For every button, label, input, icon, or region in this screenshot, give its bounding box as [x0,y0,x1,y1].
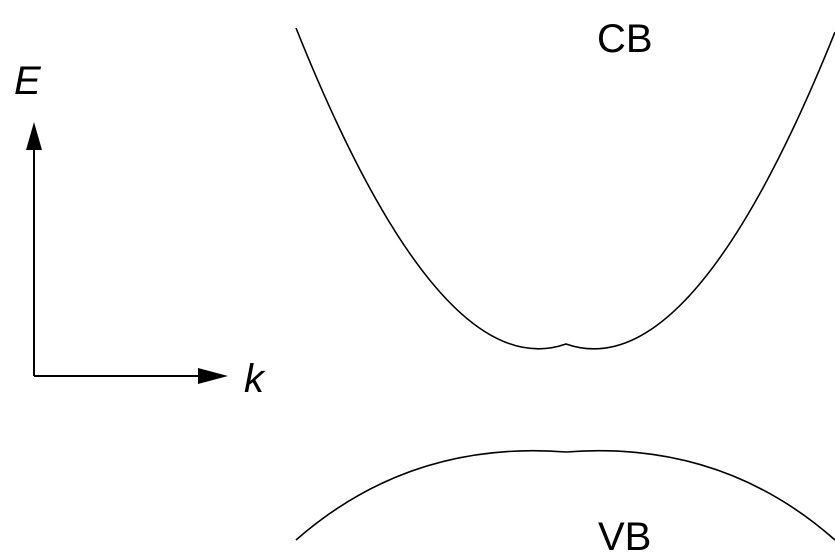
energy-axis-label: E [14,59,42,103]
momentum-axis-arrowhead [198,368,228,384]
momentum-axis-label: k [244,357,266,401]
conduction-band-label: CB [597,17,653,61]
valence-band-curve [295,449,835,541]
energy-axis-arrowhead [26,122,42,150]
axes: E k [14,59,266,401]
conduction-band-curve [295,27,835,350]
valence-band-label: VB [598,515,651,558]
